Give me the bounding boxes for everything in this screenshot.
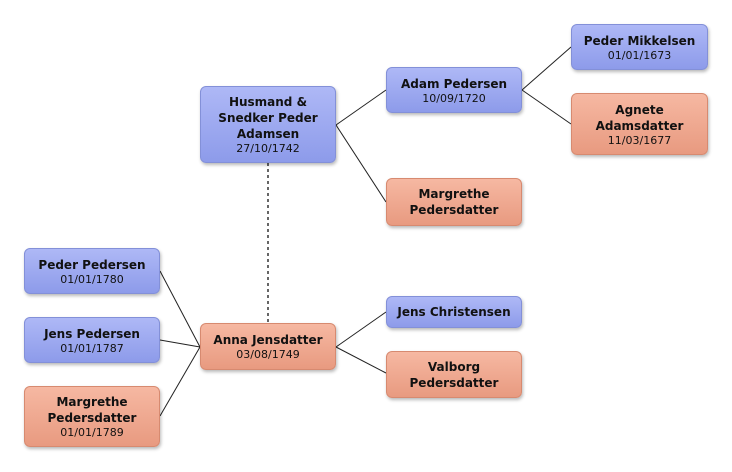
person-card-valborg-pedersdatter[interactable]: Valborg Pedersdatter (386, 351, 522, 398)
person-card-jens-pedersen[interactable]: Jens Pedersen 01/01/1787 (24, 317, 160, 363)
line-anna-to-jens-christensen (335, 311, 387, 348)
person-card-anna-jensdatter[interactable]: Anna Jensdatter 03/08/1749 (200, 323, 336, 370)
person-birth-date: 01/01/1789 (60, 426, 124, 439)
person-card-peder-pedersen[interactable]: Peder Pedersen 01/01/1780 (24, 248, 160, 294)
person-birth-date: 27/10/1742 (236, 142, 300, 155)
person-birth-date: 03/08/1749 (236, 348, 300, 361)
person-name: Jens Pedersen (44, 326, 140, 341)
person-name: Husmand & Snedker Peder Adamsen (218, 95, 318, 141)
person-name: Adam Pedersen (400, 76, 508, 91)
person-card-agnete-adamsdatter[interactable]: Agnete Adamsdatter 11/03/1677 (571, 93, 708, 155)
line-child-jens (159, 339, 201, 348)
line-anna-to-valborg (335, 346, 387, 374)
person-card-peder-mikkelsen[interactable]: Peder Mikkelsen 01/01/1673 (571, 24, 708, 70)
person-name: Jens Christensen (397, 305, 511, 319)
person-birth-date: 01/01/1787 (60, 341, 124, 355)
line-peder-to-margrethe (335, 124, 387, 203)
line-adam-to-peder-mikkelsen (521, 46, 572, 91)
person-card-peder-adamsen[interactable]: Husmand & Snedker Peder Adamsen 27/10/17… (200, 86, 336, 163)
person-card-jens-christensen[interactable]: Jens Christensen (386, 296, 522, 328)
person-name: Peder Pedersen (38, 257, 146, 272)
line-child-peder (159, 270, 201, 348)
person-card-margrethe-pedersdatter-child[interactable]: Margrethe Pedersdatter 01/01/1789 (24, 386, 160, 447)
person-name: Margrethe Pedersdatter (409, 187, 499, 217)
person-birth-date: 10/09/1720 (422, 91, 486, 105)
person-birth-date: 01/01/1673 (607, 48, 672, 62)
person-birth-date: 11/03/1677 (607, 133, 672, 147)
person-name: Margrethe Pedersdatter (47, 395, 137, 425)
line-child-margrethe (159, 346, 201, 417)
person-name: Peder Mikkelsen (583, 33, 696, 48)
person-card-margrethe-pedersdatter-mother[interactable]: Margrethe Pedersdatter (386, 178, 522, 226)
person-birth-date: 01/01/1780 (60, 272, 124, 286)
person-name: Valborg Pedersdatter (409, 359, 499, 390)
person-name: Anna Jensdatter (213, 333, 323, 347)
person-name: Agnete Adamsdatter (595, 102, 684, 133)
person-card-adam-pedersen[interactable]: Adam Pedersen 10/09/1720 (386, 67, 522, 113)
line-peder-to-adam (335, 89, 387, 126)
line-adam-to-agnete (521, 89, 572, 125)
